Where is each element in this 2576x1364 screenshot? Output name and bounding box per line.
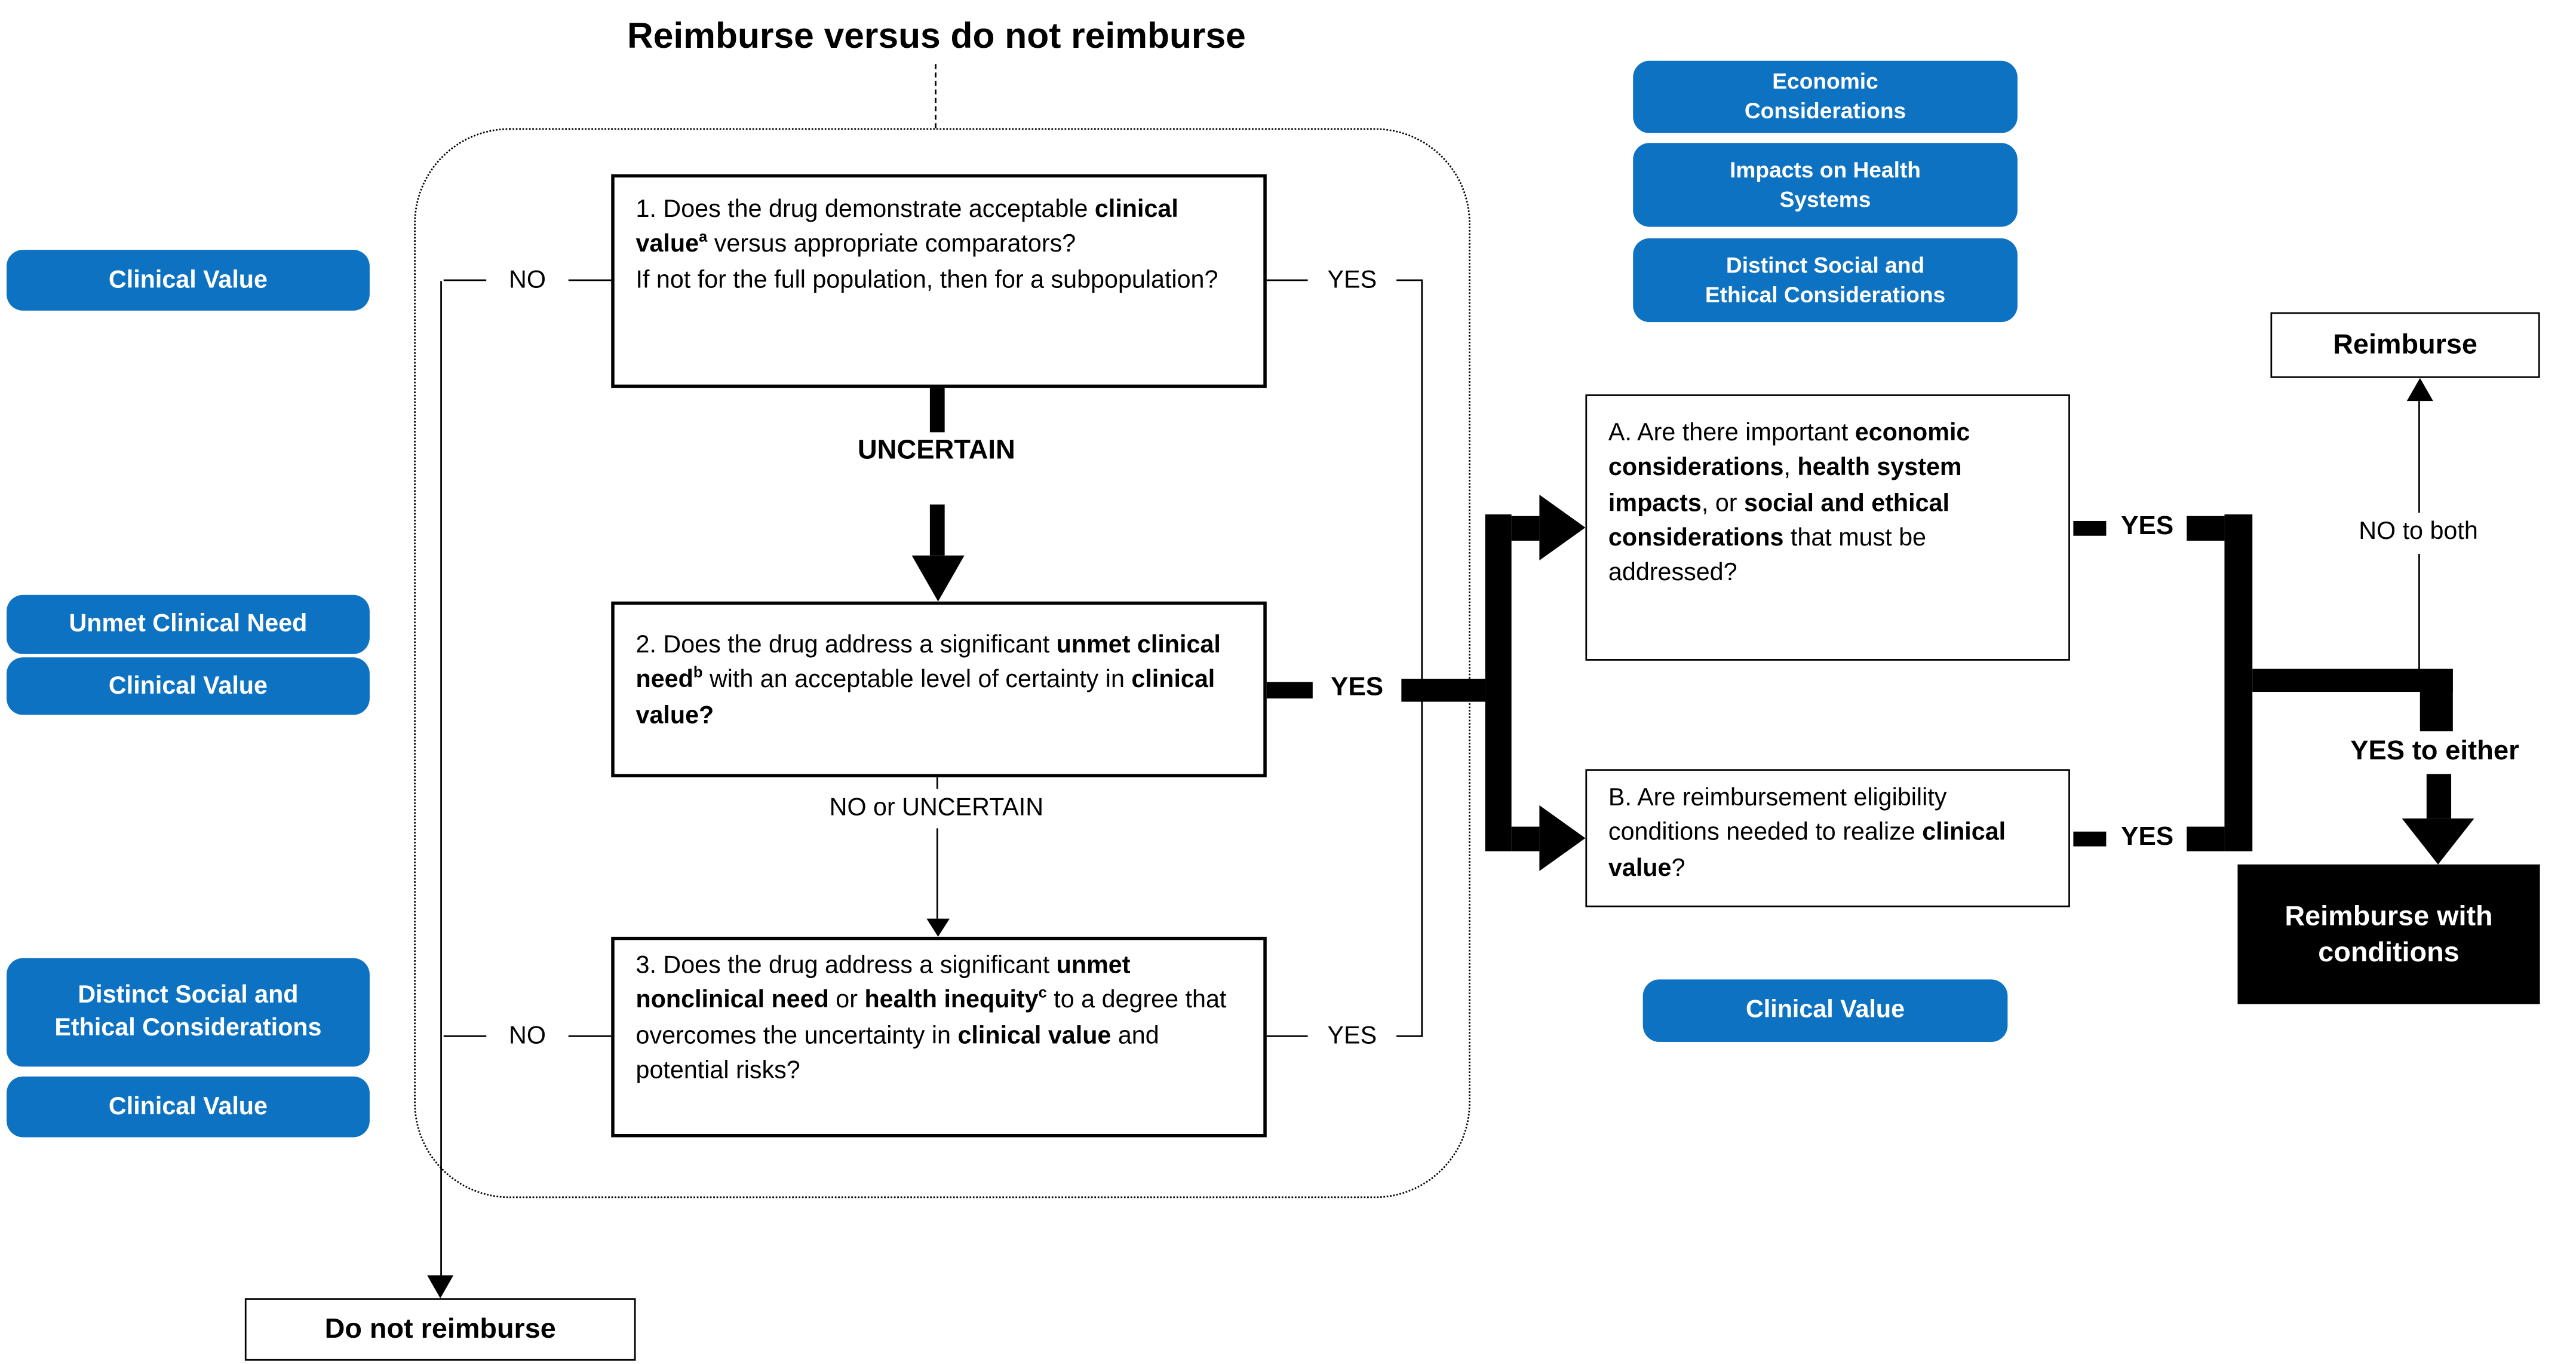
decision-boundary-container [414,128,1470,1199]
page-title: Reimburse versus do not reimburse [627,14,1246,56]
label-clinical-value-b: Clinical Value [1642,979,2008,1042]
label-clinical-value-q2: Clinical Value [7,657,370,715]
no-to-both-line-bottom [2418,553,2420,669]
reimburse-arrow-up-icon [2406,378,2433,401]
b-yes-dash [2073,831,2107,846]
q3-yes-line-right [1396,1035,1423,1038]
yes-join-bar [2224,514,2253,851]
title-connector-line [935,64,937,128]
q3-no-line-left [443,1035,487,1038]
box-b-arrow-right-icon [1539,805,1586,871]
box-b-arrow-arm [1511,826,1540,851]
outcome-thick-line [2252,669,2453,692]
q1-no-line-left [443,280,487,282]
q3-no-label: NO [509,1022,546,1050]
question-b-box: B. Are reimbursement eligibility conditi… [1585,769,2070,908]
q1-yes-line-left [1266,280,1308,282]
label-impacts-health-systems: Impacts on Health Systems [1633,143,2018,227]
q1-yes-label: YES [1327,266,1377,295]
label-social-ethical-ab-text: Distinct Social and Ethical Consideratio… [1705,253,1946,307]
uncertain-arrow-down-icon [911,555,964,602]
yes-to-either-label: YES to either [2350,736,2519,766]
no-branch-vertical-line [441,281,443,1277]
outcome-do-not-reimburse-box: Do not reimburse [244,1298,636,1361]
q2-yes-thick-line [1401,679,1485,702]
label-impacts-health-systems-text: Impacts on Health Systems [1730,157,1921,212]
conditions-arrow-shaft [2426,774,2452,819]
no-or-uncertain-line-bottom [937,828,939,919]
box-a-arrow-arm [1511,515,1540,540]
a-yes-elbow [2187,515,2225,540]
label-clinical-value-q1: Clinical Value [7,250,370,311]
outcome-reimburse-conditions-box: Reimburse with conditions [2237,864,2540,1004]
uncertain-label: UNCERTAIN [857,434,1015,465]
q3-yes-line-left [1266,1035,1308,1038]
q3-no-line-right [568,1035,612,1038]
label-social-ethical-q3: Distinct Social and Ethical Consideratio… [7,958,370,1067]
question-a-box: A. Are there important economic consider… [1585,394,2070,661]
label-unmet-clinical-need: Unmet Clinical Need [7,594,370,654]
outcome-reimburse-box: Reimburse [2270,312,2540,378]
conditions-arrow-down-icon [2402,818,2474,865]
label-economic-considerations: Economic Considerations [1633,60,2018,133]
q3-yes-label: YES [1327,1022,1377,1050]
a-yes-label: YES [2121,512,2174,541]
q2-yes-dash [1266,682,1313,699]
box-a-arrow-right-icon [1539,494,1586,560]
b-yes-label: YES [2121,823,2174,851]
outcome-reimburse-conditions-text: Reimburse with conditions [2285,901,2493,967]
b-yes-elbow [2187,826,2225,851]
label-social-ethical-ab: Distinct Social and Ethical Consideratio… [1633,238,2018,323]
label-economic-considerations-text: Economic Considerations [1744,69,1906,124]
a-yes-dash [2073,520,2107,535]
q1-no-label: NO [509,266,546,295]
q1-no-line-right [568,280,612,282]
no-or-uncertain-label: NO or UNCERTAIN [829,793,1044,822]
no-or-uncertain-line-top [937,777,939,789]
uncertain-arrow-shaft [929,504,945,556]
question-3-box: 3. Does the drug address a significant u… [611,936,1267,1138]
q3-arrow-down-icon [926,918,949,937]
uncertain-stub-line [929,388,945,433]
no-to-both-label: NO to both [2359,518,2478,547]
outcome-thick-elbow [2420,669,2453,732]
question-2-box: 2. Does the drug address a significant u… [611,601,1267,778]
no-to-both-line-top [2418,401,2420,513]
ab-junction-bar [1485,514,1512,851]
yes-merge-vertical-line [1421,281,1423,1037]
question-1-box: 1. Does the drug demonstrate acceptable … [611,174,1267,388]
label-clinical-value-q3: Clinical Value [7,1076,370,1138]
q2-yes-label: YES [1331,674,1384,703]
q1-yes-line-right [1396,280,1423,282]
label-social-ethical-q3-text: Distinct Social and Ethical Consideratio… [54,981,322,1042]
do-not-reimburse-arrow-down-icon [427,1275,454,1299]
